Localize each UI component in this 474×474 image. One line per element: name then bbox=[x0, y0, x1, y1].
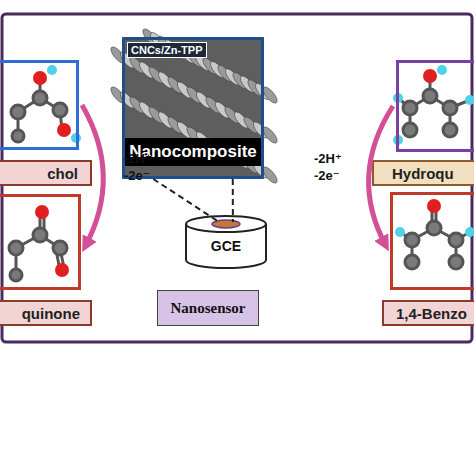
reaction-arrow bbox=[82, 105, 103, 247]
quinone-molecule bbox=[9, 205, 69, 281]
compound-name: quinone bbox=[22, 305, 80, 322]
sem-texture bbox=[109, 27, 280, 185]
electrode: GCE bbox=[183, 212, 269, 270]
name-plate: Hydroqu bbox=[372, 160, 474, 186]
electrode-label: GCE bbox=[183, 238, 269, 254]
molecule-frame bbox=[0, 60, 79, 150]
molecule-frame bbox=[396, 60, 474, 152]
molecule-frame bbox=[0, 194, 81, 290]
name-plate: chol bbox=[0, 160, 92, 186]
name-plate: 1,4-Benzo bbox=[382, 300, 474, 326]
box-label: Nanosensor bbox=[170, 300, 245, 317]
catechol-molecule bbox=[11, 65, 81, 143]
outer-frame bbox=[2, 14, 472, 342]
benzoquinone-molecule bbox=[395, 199, 474, 269]
name-plate: quinone bbox=[0, 300, 92, 326]
molecule-panel: 1,4-Benzo bbox=[382, 192, 474, 328]
molecule-panel: chol bbox=[0, 60, 92, 188]
reaction-label: -2H⁺ -2e⁻ bbox=[314, 150, 350, 184]
molecule-panel: quinone bbox=[0, 194, 92, 328]
compound-name: 1,4-Benzo bbox=[396, 305, 467, 322]
compound-name: chol bbox=[47, 165, 78, 182]
reaction-arrow bbox=[369, 106, 393, 246]
molecule-frame bbox=[390, 192, 474, 290]
label-box: Nanosensor bbox=[157, 290, 259, 326]
electrode-top bbox=[186, 216, 266, 232]
molecule-panel: Hydroqu bbox=[372, 60, 474, 188]
hydroquinone-molecule bbox=[393, 65, 474, 145]
image-tag: CNCs/Zn-TPP bbox=[127, 42, 207, 58]
compound-name: Hydroqu bbox=[392, 165, 454, 182]
dashed-connector bbox=[153, 179, 233, 222]
reaction-label: -2H⁺ -2e⁻ bbox=[124, 150, 160, 184]
